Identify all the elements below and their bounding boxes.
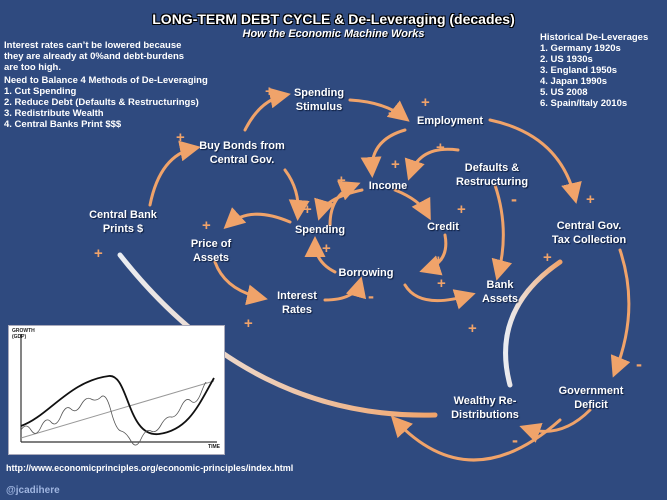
history-heading: Historical De-Leverages bbox=[540, 32, 649, 43]
arrow-spending-income bbox=[328, 180, 361, 227]
historical-deleverages: Historical De-Leverages 1. Germany 1920s… bbox=[540, 32, 648, 109]
node-buy-bonds: Buy Bonds from Central Gov. bbox=[199, 140, 285, 166]
plus-sign: + bbox=[421, 94, 430, 111]
list-item: 3. Redistribute Wealth bbox=[4, 108, 104, 119]
page-title: LONG-TERM DEBT CYCLE & De-Leveraging (de… bbox=[152, 11, 515, 27]
list-item: 2. US 1930s bbox=[540, 54, 593, 65]
node-employment: Employment bbox=[416, 115, 483, 127]
arrow-wealthy-tax bbox=[503, 259, 563, 388]
plus-sign: + bbox=[322, 240, 331, 257]
list-item: 1. Germany 1920s bbox=[540, 43, 621, 54]
plus-sign: + bbox=[543, 249, 552, 266]
plus-sign: + bbox=[244, 315, 253, 332]
arrow-centralbank-wealthy bbox=[117, 252, 438, 418]
list-item: 4. Central Banks Print $$$ bbox=[4, 119, 122, 130]
arrow-buybonds-spending bbox=[283, 168, 310, 221]
arrow-deficit-wealthy bbox=[519, 408, 592, 443]
plus-sign: + bbox=[434, 252, 443, 269]
interest-rate-note: Interest rates can’t be lowered because … bbox=[4, 40, 184, 73]
plus-sign: + bbox=[337, 172, 346, 189]
arrow-tax-deficit bbox=[610, 248, 631, 378]
plus-sign: + bbox=[303, 201, 312, 218]
plus-sign: + bbox=[457, 201, 466, 218]
minus-sign: - bbox=[368, 286, 374, 306]
arrow-credit-borrowing bbox=[419, 233, 448, 276]
minus-sign: - bbox=[511, 189, 517, 209]
arrow-income-credit bbox=[393, 188, 431, 221]
growth-inset-chart: GROWTH (GDP) TIME bbox=[8, 325, 225, 455]
plus-sign: + bbox=[202, 217, 211, 234]
list-item: 3. England 1950s bbox=[540, 65, 618, 76]
node-spending: Spending bbox=[294, 224, 346, 236]
methods-list: Need to Balance 4 Methods of De-Leveragi… bbox=[4, 75, 208, 130]
minus-sign: - bbox=[636, 354, 642, 374]
plus-sign: + bbox=[586, 191, 595, 208]
source-url[interactable]: http://www.economicprinciples.org/econom… bbox=[6, 463, 294, 473]
list-item: 5. US 2008 bbox=[540, 87, 588, 98]
plus-sign: + bbox=[468, 320, 477, 337]
arrow-borrowing-spending bbox=[304, 236, 337, 274]
node-credit: Credit bbox=[427, 221, 459, 233]
list-item: 4. Japan 1990s bbox=[540, 76, 608, 87]
node-income: Income bbox=[368, 180, 408, 192]
arrow-defaults-bankassets bbox=[491, 183, 513, 281]
node-central-bank: Central Bank Prints $ bbox=[89, 209, 157, 235]
methods-heading: Need to Balance 4 Methods of De-Leveragi… bbox=[4, 75, 208, 86]
arrow-spending-price bbox=[223, 207, 292, 230]
plus-sign: + bbox=[437, 275, 446, 292]
arrow-stimulus-employment bbox=[348, 98, 410, 122]
node-defaults-restructuring: Defaults & Restructuring bbox=[455, 162, 529, 188]
node-wealthy-redistributions: Wealthy Re- Distributions bbox=[451, 395, 519, 421]
node-bank-assets: Bank Assets bbox=[481, 279, 519, 305]
list-item: 1. Cut Spending bbox=[4, 86, 77, 97]
arrow-deficit-centralbank bbox=[390, 415, 562, 462]
node-central-gov-tax: Central Gov. Tax Collection bbox=[551, 220, 627, 246]
inset-y-label: GROWTH (GDP) bbox=[12, 328, 35, 340]
arrow-defaults-income bbox=[404, 147, 460, 181]
arrow-buybonds-stimulus bbox=[243, 87, 291, 132]
arrow-employment-income bbox=[360, 128, 407, 178]
plus-sign: + bbox=[391, 156, 400, 173]
note-line: they are already at 0%and debt-burdens bbox=[4, 51, 185, 62]
list-item: 6. Spain/Italy 2010s bbox=[540, 98, 628, 109]
note-line: are too high. bbox=[4, 62, 61, 73]
node-price-of-assets: Price of Assets bbox=[190, 238, 232, 264]
arrow-borrowing-bankassets bbox=[403, 283, 476, 310]
arrow-price-interest bbox=[213, 260, 268, 306]
arrow-centralbank-buybonds bbox=[148, 140, 201, 207]
plus-sign: + bbox=[176, 129, 185, 146]
node-borrowing: Borrowing bbox=[338, 267, 394, 279]
inset-x-label: TIME bbox=[208, 444, 220, 450]
node-spending-stimulus: Spending Stimulus bbox=[293, 87, 345, 113]
minus-sign: - bbox=[512, 430, 518, 450]
node-government-deficit: Government Deficit bbox=[558, 385, 624, 411]
page-subtitle: How the Economic Machine Works bbox=[242, 28, 425, 40]
node-interest-rates: Interest Rates bbox=[277, 290, 317, 316]
plus-sign: + bbox=[388, 105, 397, 122]
author-handle: @jcadihere bbox=[6, 485, 60, 496]
plus-sign: + bbox=[436, 139, 445, 156]
arrow-employment-tax bbox=[488, 118, 582, 204]
arrow-interest-borrowing bbox=[323, 276, 367, 302]
note-line: Interest rates can’t be lowered because bbox=[4, 40, 182, 51]
growth-curve-graphic bbox=[20, 334, 217, 446]
list-item: 2. Reduce Debt (Defaults & Restructuring… bbox=[4, 97, 199, 108]
plus-sign: + bbox=[265, 83, 274, 100]
plus-sign: + bbox=[94, 245, 103, 262]
